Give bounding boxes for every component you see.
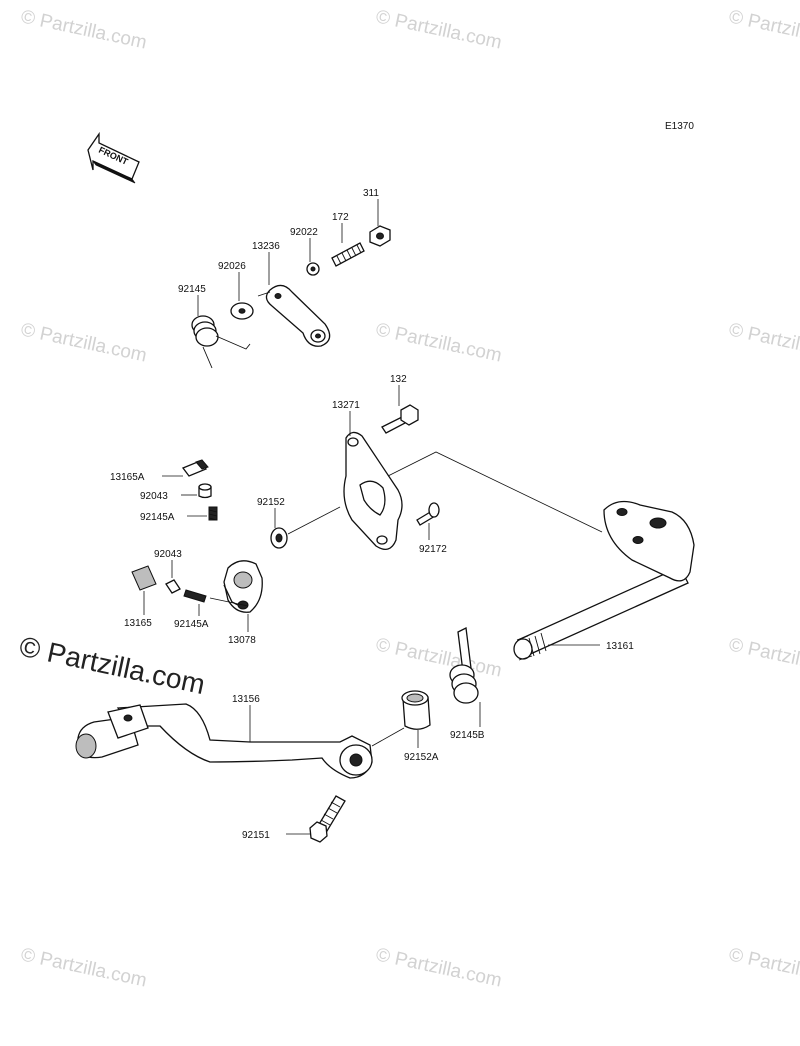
part-label-132: 132 [390,374,407,385]
part-label-13165A: 13165A [110,472,145,483]
part-label-92043: 92043 [140,491,168,502]
stud-172 [331,242,365,267]
bolt-92151 [309,795,346,843]
watermark: © Partzilla.com [19,944,149,991]
assembly-line [287,506,341,535]
washer-92022 [306,262,320,276]
watermark: © Partzilla.com [374,6,504,53]
drum-13078 [223,560,263,613]
watermark: © Partzilla.com [727,6,800,53]
part-label-13236: 13236 [252,241,280,252]
plate-13271 [343,431,403,551]
assembly-line [209,597,249,607]
spring-92145B [449,627,479,704]
part-label-13156: 13156 [232,694,260,705]
watermark-main: © Partzilla.com [17,631,208,701]
part-label-92145A: 92145A [174,619,209,630]
part-label-13161: 13161 [606,641,634,652]
shaft-13161 [513,500,695,661]
assembly-line [257,291,271,297]
watermark: © Partzilla.com [727,944,800,991]
pin-13165A [181,459,209,477]
bolt-132 [381,404,419,434]
part-label-92152: 92152 [257,497,285,508]
spring-92145A-lower [183,589,207,603]
part-label-92152A: 92152A [404,752,439,763]
part-label-172: 172 [332,212,349,223]
part-label-92043: 92043 [154,549,182,560]
spring-92145 [191,315,251,369]
watermark: © Partzilla.com [19,6,149,53]
part-label-13078: 13078 [228,635,256,646]
part-label-92145: 92145 [178,284,206,295]
watermark: © Partzilla.com [727,319,800,366]
link-13236 [265,284,331,347]
part-label-311: 311 [363,188,379,199]
pin-13165 [131,565,157,591]
assembly-line [371,727,405,747]
part-label-92145B: 92145B [450,730,485,741]
spring-92145A-upper [208,506,218,521]
assembly-line [387,451,603,533]
washer-92026 [230,302,254,320]
pin-92043-upper [198,483,212,499]
front-arrow-icon: FRONT [87,131,140,184]
watermark-layer: © Partzilla.com © Partzilla.com © Partzi… [17,6,800,991]
part-label-92172: 92172 [419,544,447,555]
part-label-92151: 92151 [242,830,270,841]
washer-92152 [270,527,288,549]
watermark: © Partzilla.com [374,634,504,681]
watermark: © Partzilla.com [374,319,504,366]
part-label-92022: 92022 [290,227,318,238]
part-label-13271: 13271 [332,400,360,411]
collar-92152A [401,690,431,730]
pin-92043-lower [165,579,181,594]
watermark: © Partzilla.com [19,319,149,366]
part-label-92145A: 92145A [140,512,175,523]
part-label-13165: 13165 [124,618,152,629]
diagram-code: E1370 [665,121,694,132]
part-label-92026: 92026 [218,261,246,272]
screw-92172 [416,502,440,526]
watermark: © Partzilla.com [374,944,504,991]
watermark: © Partzilla.com [727,634,800,681]
pedal-13156 [75,703,373,779]
nut-311 [369,225,391,247]
leader-lines [143,199,600,835]
